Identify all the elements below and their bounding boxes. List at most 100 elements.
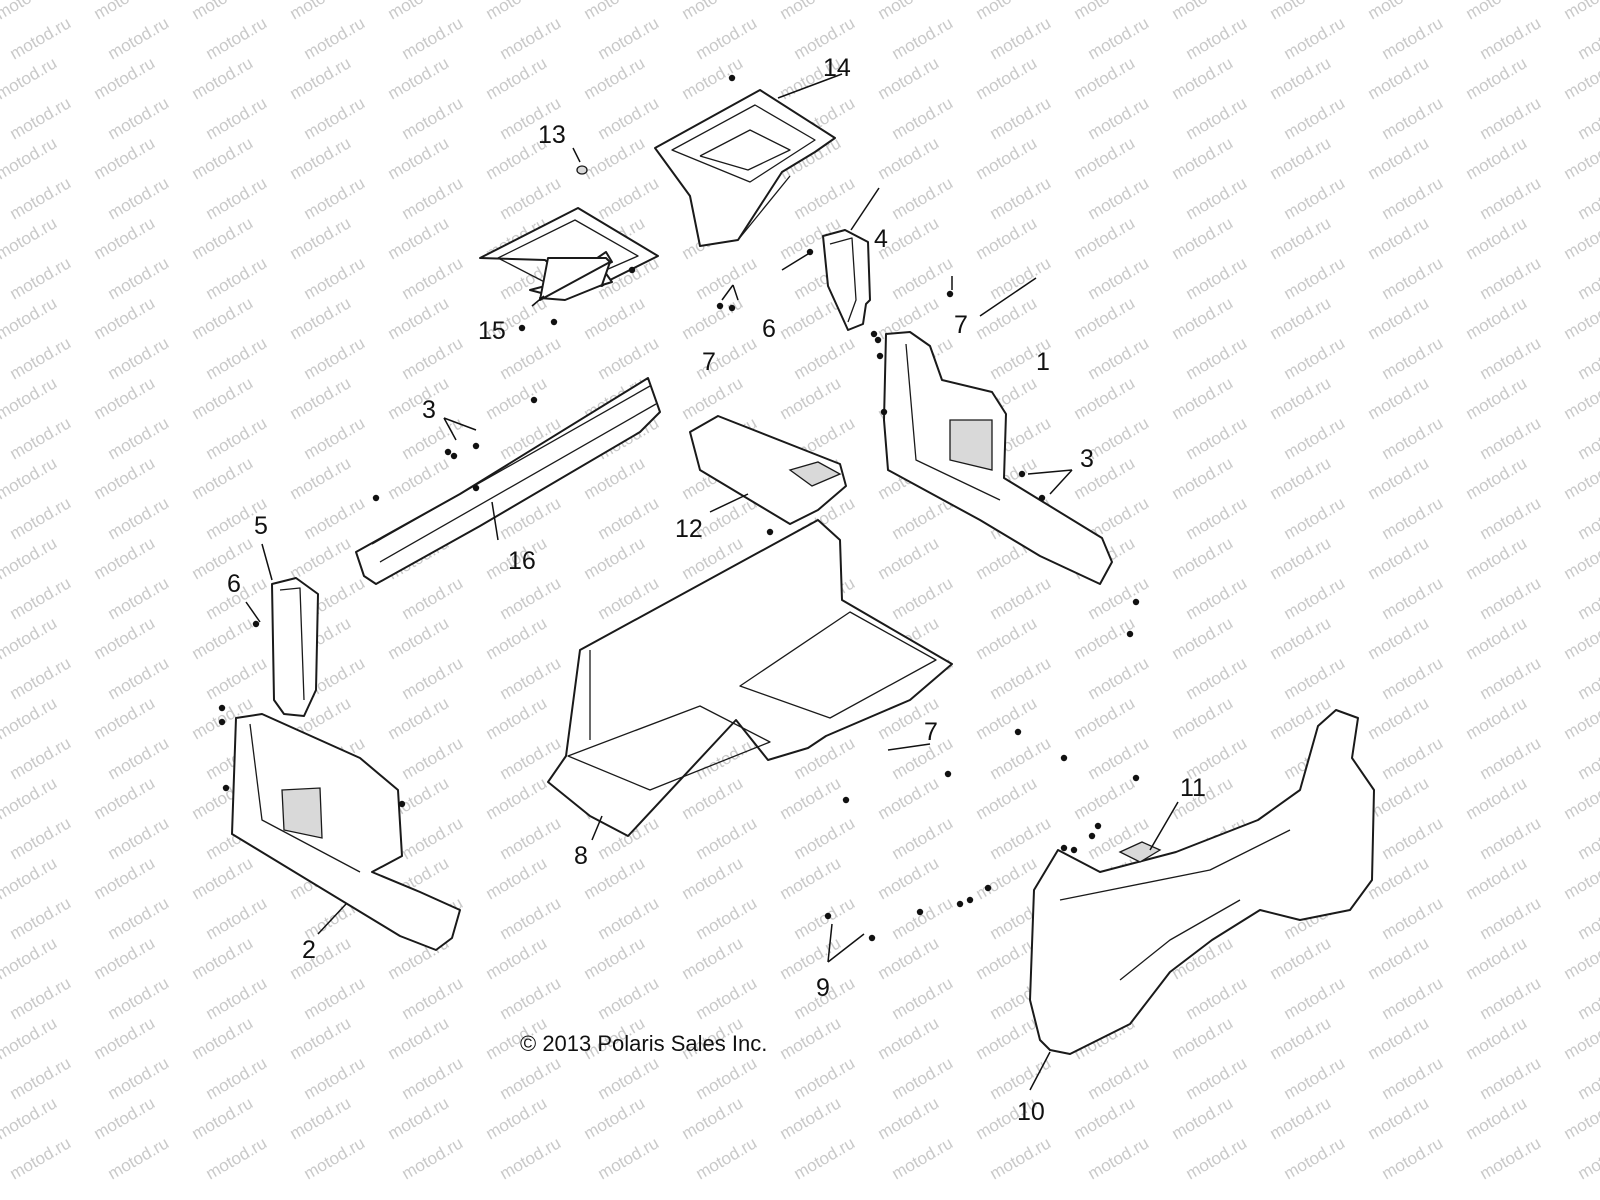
watermark-text: motod.ru (301, 93, 369, 143)
watermark-text: motod.ru (189, 853, 257, 903)
watermark-text: motod.ru (385, 1013, 453, 1063)
watermark-text: motod.ru (581, 933, 649, 983)
callout-10: 10 (1017, 1098, 1045, 1126)
watermark-text: motod.ru (203, 93, 271, 143)
fastener (874, 336, 882, 344)
watermark-text: motod.ru (693, 253, 761, 303)
watermark-text: motod.ru (105, 493, 173, 543)
watermark-text: motod.ru (1085, 1053, 1153, 1103)
watermark-text: motod.ru (1561, 293, 1600, 343)
watermark-text: motod.ru (497, 1053, 565, 1103)
watermark-text: motod.ru (875, 1093, 943, 1143)
watermark-text: motod.ru (1267, 133, 1335, 183)
watermark-text: motod.ru (189, 933, 257, 983)
fastener (728, 304, 736, 312)
watermark-text: motod.ru (791, 1133, 859, 1183)
watermark-text: motod.ru (791, 1053, 859, 1103)
watermark-text: motod.ru (0, 773, 60, 823)
watermark-text: motod.ru (581, 853, 649, 903)
watermark-text: motod.ru (399, 93, 467, 143)
callout-6: 6 (227, 570, 241, 598)
watermark-text: motod.ru (483, 1093, 551, 1143)
watermark-text: motod.ru (1575, 973, 1600, 1023)
watermark-text: motod.ru (595, 1053, 663, 1103)
watermark-text: motod.ru (287, 1093, 355, 1143)
watermark-text: motod.ru (91, 373, 159, 423)
watermark-text: motod.ru (1267, 533, 1335, 583)
watermark-text: motod.ru (889, 573, 957, 623)
watermark-text: motod.ru (1169, 133, 1237, 183)
watermark-text: motod.ru (1071, 693, 1139, 743)
watermark-text: motod.ru (679, 373, 747, 423)
watermark-text: motod.ru (105, 653, 173, 703)
watermark-text: motod.ru (987, 253, 1055, 303)
watermark-text: motod.ru (1379, 1133, 1447, 1183)
watermark-text: motod.ru (973, 0, 1041, 23)
watermark-text: motod.ru (1365, 293, 1433, 343)
watermark-text: motod.ru (1281, 1053, 1349, 1103)
fastener (842, 796, 850, 804)
watermark-text: motod.ru (483, 0, 551, 23)
watermark-text: motod.ru (0, 213, 60, 263)
watermark-text: motod.ru (91, 773, 159, 823)
watermark-text: motod.ru (679, 853, 747, 903)
watermark-text: motod.ru (203, 413, 271, 463)
watermark-text: motod.ru (287, 533, 355, 583)
watermark-text: motod.ru (1477, 93, 1545, 143)
watermark-text: motod.ru (889, 173, 957, 223)
watermark-text: motod.ru (581, 53, 649, 103)
watermark-text: motod.ru (1379, 333, 1447, 383)
watermark-text: motod.ru (1267, 453, 1335, 503)
watermark-text: motod.ru (105, 253, 173, 303)
watermark-text: motod.ru (1281, 493, 1349, 543)
fastener (1070, 846, 1078, 854)
watermark-text: motod.ru (889, 1053, 957, 1103)
watermark-text: motod.ru (777, 0, 845, 23)
watermark-text: motod.ru (1365, 133, 1433, 183)
watermark-text: motod.ru (1575, 653, 1600, 703)
watermark-text: motod.ru (679, 773, 747, 823)
part-12-console (689, 415, 847, 525)
watermark-text: motod.ru (987, 573, 1055, 623)
watermark-text: motod.ru (189, 1093, 257, 1143)
watermark-text: motod.ru (1575, 1133, 1600, 1183)
watermark-text: motod.ru (679, 293, 747, 343)
watermark-text: motod.ru (679, 53, 747, 103)
watermark-text: motod.ru (889, 93, 957, 143)
watermark-text: motod.ru (189, 373, 257, 423)
watermark-text: motod.ru (1267, 213, 1335, 263)
watermark-text: motod.ru (0, 1093, 60, 1143)
watermark-text: motod.ru (0, 373, 60, 423)
part-10-rear-panel (1029, 709, 1375, 1055)
watermark-text: motod.ru (595, 173, 663, 223)
watermark-text: motod.ru (889, 13, 957, 63)
watermark-text: motod.ru (1561, 693, 1600, 743)
watermark-text: motod.ru (1085, 1133, 1153, 1183)
watermark-text: motod.ru (497, 573, 565, 623)
watermark-text: motod.ru (1379, 653, 1447, 703)
watermark-text: motod.ru (1561, 453, 1600, 503)
watermark-text: motod.ru (203, 253, 271, 303)
watermark-text: motod.ru (105, 973, 173, 1023)
watermark-text: motod.ru (1463, 453, 1531, 503)
watermark-text: motod.ru (0, 533, 60, 583)
watermark-text: motod.ru (889, 973, 957, 1023)
watermark-text: motod.ru (1561, 133, 1600, 183)
watermark-text: motod.ru (497, 973, 565, 1023)
watermark-text: motod.ru (399, 333, 467, 383)
watermark-text: motod.ru (777, 773, 845, 823)
watermark-text: motod.ru (1281, 253, 1349, 303)
watermark-text: motod.ru (385, 0, 453, 23)
watermark-text: motod.ru (105, 1053, 173, 1103)
watermark-text: motod.ru (1463, 693, 1531, 743)
callout-7: 7 (924, 718, 938, 746)
watermark-text: motod.ru (973, 133, 1041, 183)
watermark-text: motod.ru (595, 1133, 663, 1183)
watermark-text: motod.ru (91, 933, 159, 983)
watermark-text: motod.ru (1183, 413, 1251, 463)
watermark-text: motod.ru (189, 453, 257, 503)
watermark-text: motod.ru (7, 733, 75, 783)
watermark-text: motod.ru (875, 853, 943, 903)
watermark-text: motod.ru (1169, 213, 1237, 263)
watermark-text: motod.ru (1365, 53, 1433, 103)
